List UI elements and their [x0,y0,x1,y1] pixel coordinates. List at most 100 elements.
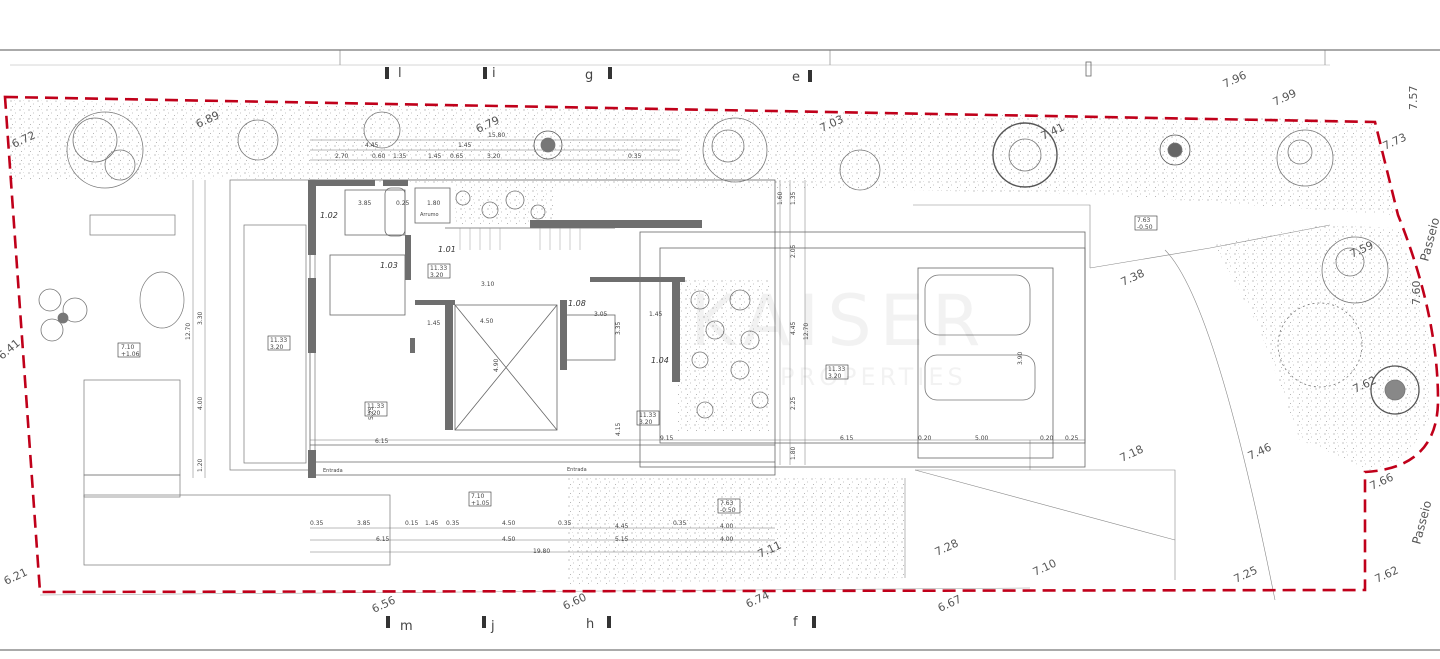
level-tag-value: 7.10 [121,344,135,351]
room-number: 1.08 [568,299,586,308]
dimension: 1.45 [427,320,441,327]
pool-house [83,379,181,476]
dimension: 0.35 [446,520,460,527]
dimension: 4.00 [720,523,734,530]
grid-label-j: j [490,619,495,634]
dimension: 0.35 [558,520,572,527]
elevation-label: 7.38 [1119,267,1147,289]
pool-deck [83,494,391,566]
level-tag-value: 11.33 [367,403,384,410]
dimension: 2.05 [790,244,797,258]
dimension: 0.25 [396,200,410,207]
elevation-label: 7.96 [1221,69,1249,91]
dimension: 12.70 [185,323,192,340]
level-tag-value: 7.10 [471,493,485,500]
dimension: 1.20 [197,458,204,472]
elevation-label: 7.18 [1118,443,1146,465]
small-label: Entrada [323,468,343,474]
level-tag-value: 11.33 [430,265,447,272]
dimension: 1.35 [393,153,407,160]
small-label: Entrada [567,467,587,473]
garden-right [1215,225,1430,470]
dimension: 6.15 [840,435,854,442]
car-1 [924,274,1031,336]
level-tag-value: 11.33 [639,412,656,419]
level-tag-value: 3.20 [367,410,381,417]
dimension: 3.85 [358,200,372,207]
wall [308,180,316,255]
elevation-label: 7.10 [1031,557,1059,579]
level-tags [117,215,1158,514]
dimension: 5.25 [368,406,375,420]
dimension: 3.90 [1017,351,1024,365]
elevation-label: 7.25 [1232,564,1260,586]
dimension: 0.20 [1040,435,1054,442]
level-tag-value: -0.50 [1137,224,1153,231]
dimension: 1.80 [427,200,441,207]
dimension: 4.90 [493,358,500,372]
dimension: 3.85 [357,520,371,527]
grid-label-g: g [585,68,593,83]
elevation-label: 6.60 [561,591,589,613]
level-tag-value: 3.20 [828,373,842,380]
dimension: 0.35 [628,153,642,160]
level-tag-value: 7.63 [1137,217,1151,224]
room-number: 1.03 [380,261,398,270]
dimension: 1.80 [790,446,797,460]
watermark-sub: PROPERTIES [780,363,967,391]
courtyard-planted [455,183,553,225]
elevation-label: 6.67 [936,593,964,615]
dimension: 3.20 [487,153,501,160]
car-2 [924,354,1036,401]
dimension: 1.60 [777,191,784,205]
room-number: 1.02 [320,211,338,220]
dimension: 2.70 [335,153,349,160]
elevation-label: 7.99 [1271,87,1299,109]
dimension: 3.35 [615,321,622,335]
dimension: 9.15 [660,435,674,442]
grid-label-m: m [400,619,413,634]
elevation-label: 7.60 [1410,281,1423,306]
dimension: 0.35 [673,520,687,527]
garden-table [139,271,185,329]
level-tag-value: +1.05 [471,500,490,507]
dimension: 5.00 [975,435,989,442]
dimension: 0.20 [918,435,932,442]
grid-label-e: e [792,70,800,85]
elevation-label: 6.41 [0,337,23,363]
dimension: 4.45 [790,321,797,335]
small-label: Arrumo [420,212,439,218]
elevation-label: 7.66 [1368,471,1396,493]
grid-label-i: i [492,66,496,81]
dimension: 4.45 [365,142,379,149]
dimension: 0.25 [1065,435,1079,442]
elevation-label: 7.46 [1246,441,1274,463]
bathtub [384,187,406,237]
dimension: 1.35 [790,191,797,205]
dimension: 3.05 [594,311,608,318]
dimension: 19.80 [533,548,550,555]
grid-label-f: f [793,615,798,630]
street-label: Passeio [1417,216,1440,263]
dimension: 1.45 [649,311,663,318]
dimension: 5.15 [615,536,629,543]
dimension: 2.25 [790,396,797,410]
dimension: 4.50 [502,536,516,543]
elevation-label: 7.62 [1373,564,1401,586]
dimension: 1.45 [458,142,472,149]
dimension: 15.80 [488,132,505,139]
dimension: 4.15 [615,422,622,436]
dimension: 12.70 [803,323,810,340]
dimension: 3.10 [481,281,495,288]
watermark-main: KAISER [690,280,989,362]
grid-markers-top: l i g e [385,61,1092,85]
garden-north-strip [8,100,1395,215]
dimension: 1.45 [425,520,439,527]
dimension: 6.15 [375,438,389,445]
front-lawn [565,478,905,585]
dimension: 1.45 [428,153,442,160]
grid-markers-bottom: m j h f [386,615,816,634]
dimension: 4.50 [502,520,516,527]
level-tag-value: 11.33 [828,366,845,373]
